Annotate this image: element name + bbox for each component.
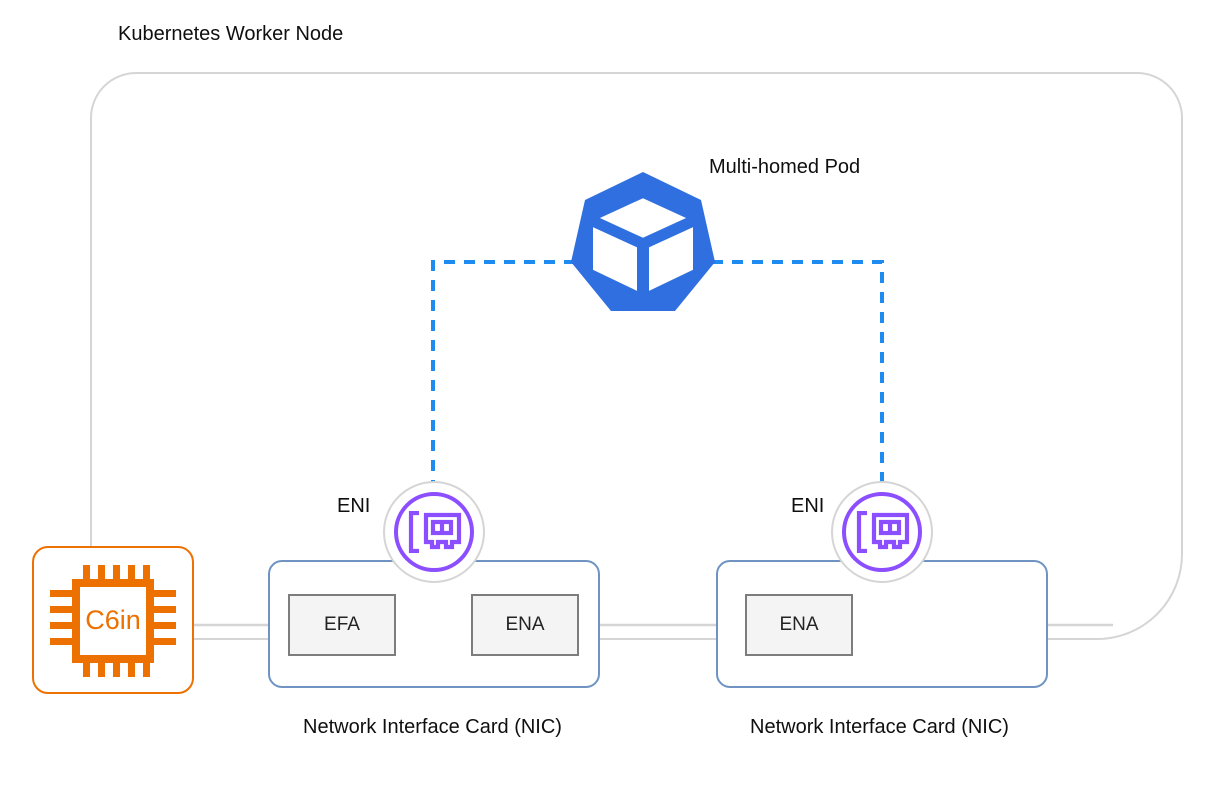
interface-ena-left[interactable]: ENA xyxy=(471,594,579,656)
eni-node-left[interactable] xyxy=(383,481,485,583)
eni-label-left: ENI xyxy=(337,495,371,517)
interface-efa[interactable]: EFA xyxy=(288,594,396,656)
cpu-chip-icon xyxy=(50,565,176,677)
pod-title: Multi-homed Pod xyxy=(709,156,861,178)
network-interface-card-icon xyxy=(408,511,462,553)
nic-caption-right: Network Interface Card (NIC) xyxy=(750,716,1009,738)
pod-link-left xyxy=(431,260,575,484)
interface-ena-right[interactable]: ENA xyxy=(745,594,853,656)
nic-caption-left: Network Interface Card (NIC) xyxy=(303,716,562,738)
worker-node-boundary xyxy=(90,72,1183,640)
eni-node-right[interactable] xyxy=(831,481,933,583)
network-interface-card-icon xyxy=(856,511,910,553)
pod-link-right xyxy=(712,260,884,484)
eni-label-right: ENI xyxy=(791,495,825,517)
kubernetes-logo-icon xyxy=(571,172,715,311)
worker-node-title: Kubernetes Worker Node xyxy=(118,23,344,45)
